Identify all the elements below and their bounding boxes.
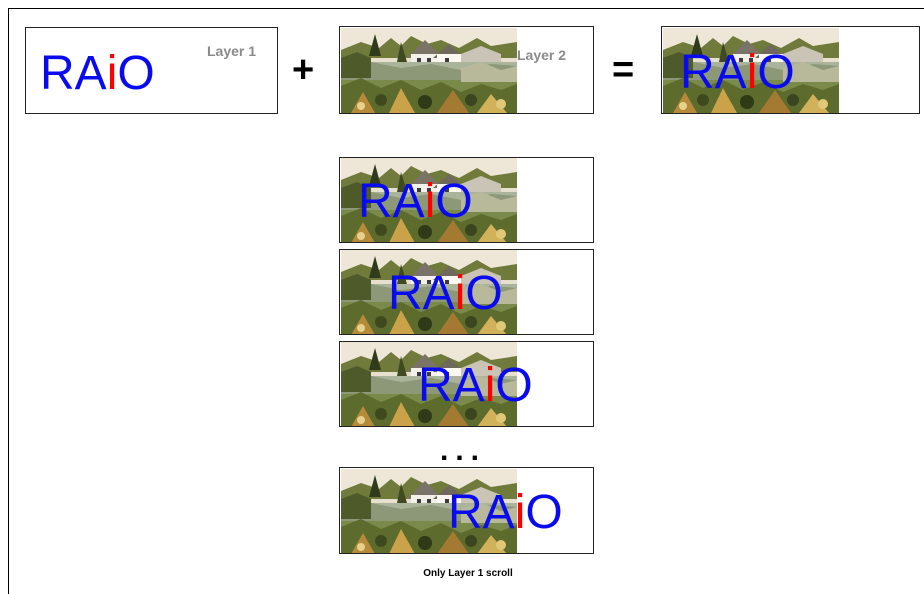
logo-letter-a: A [452,359,485,412]
diagram-frame-top [8,8,924,9]
logo-letter-a: A [482,486,515,539]
scroll-frame-4: RAiO [339,467,594,554]
logo-letter-r: R [448,486,483,539]
caption: Only Layer 1 scroll [423,568,513,579]
logo-letter-r: R [40,47,75,100]
logo-letter-a: A [74,47,107,100]
logo-letter-r: R [358,175,393,228]
scenery-picture [341,28,517,113]
logo-letter-a: A [422,267,455,320]
logo-letter-o: O [757,46,795,99]
logo-letter-o: O [525,486,563,539]
equals-operator: = [612,49,635,91]
scroll-frame-3: RAiO [339,341,594,427]
logo-letter-i: i [746,46,758,99]
logo-letter-r: R [388,267,423,320]
logo-letter-i: i [484,359,496,412]
plus-operator: + [292,49,315,91]
raio-logo: RAiO [448,489,563,537]
raio-logo: RAiO [388,270,503,318]
logo-letter-o: O [465,267,503,320]
raio-logo: RAiO [40,50,155,98]
result-box: RAiO [661,26,920,114]
logo-letter-i: i [514,486,526,539]
logo-letter-o: O [117,47,155,100]
layer1-box: RAiO Layer 1 [25,27,278,114]
logo-letter-a: A [714,46,747,99]
logo-letter-o: O [435,175,473,228]
raio-logo: RAiO [680,49,795,97]
logo-letter-o: O [495,359,533,412]
logo-letter-i: i [454,267,466,320]
layer2-box: Layer 2 [339,26,594,114]
raio-logo: RAiO [418,362,533,410]
raio-logo: RAiO [358,178,473,226]
layer2-label: Layer 2 [517,47,567,63]
diagram-frame-left [8,8,9,594]
layer1-label: Layer 1 [207,43,257,59]
logo-letter-r: R [418,359,453,412]
scenery-image [341,28,517,113]
logo-letter-i: i [106,47,118,100]
logo-letter-r: R [680,46,715,99]
logo-letter-a: A [392,175,425,228]
scroll-frame-2: RAiO [339,249,594,335]
scroll-frame-1: RAiO [339,157,594,243]
ellipsis: ... [440,434,487,467]
logo-letter-i: i [424,175,436,228]
